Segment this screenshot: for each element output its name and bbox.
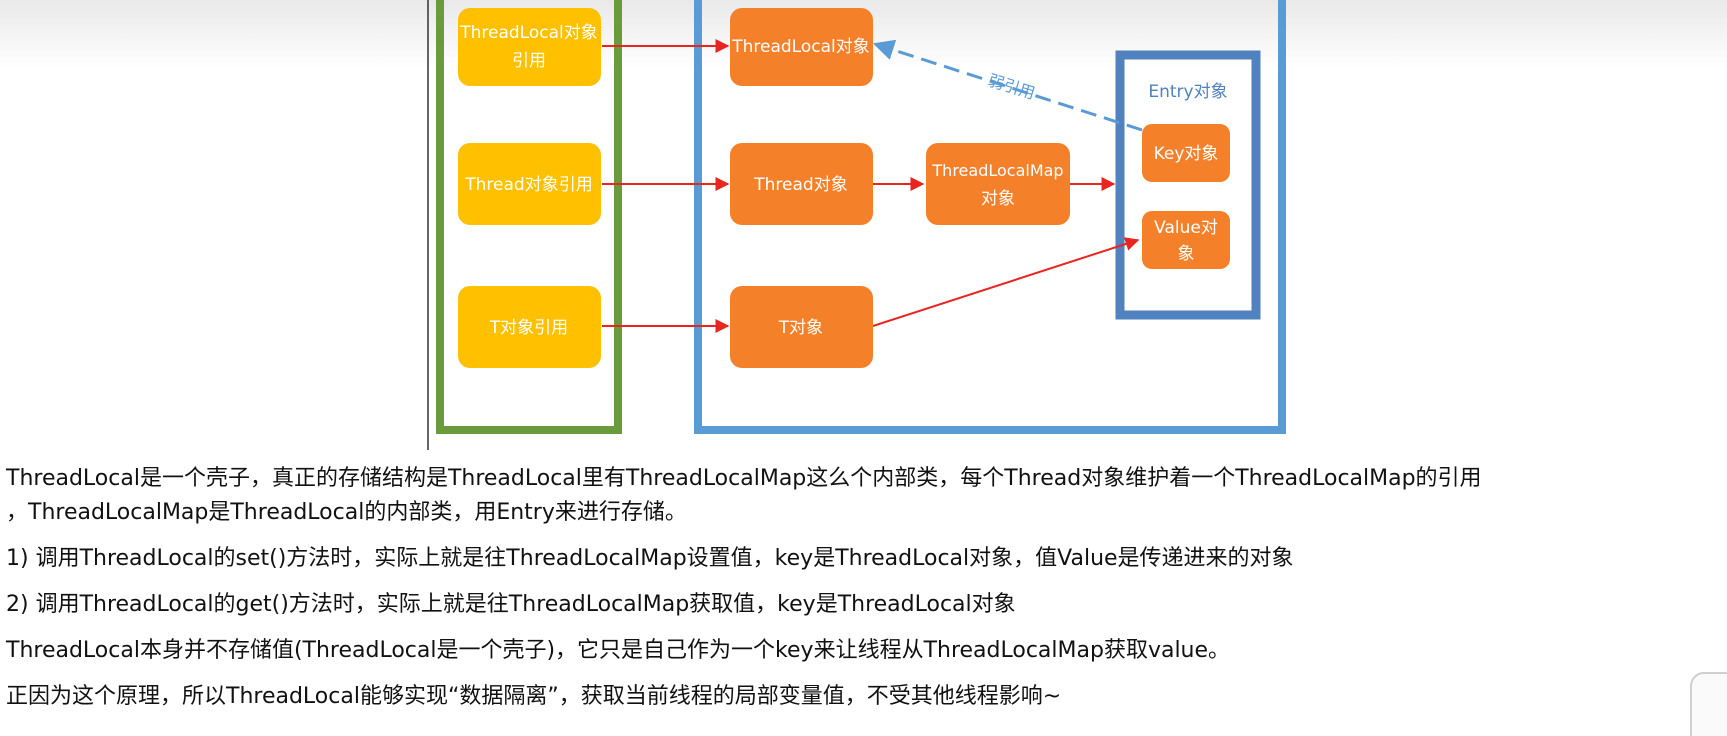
node-thread-ref: Thread对象引用 — [458, 143, 601, 225]
arrow-t-obj-to-value — [872, 237, 1140, 327]
node-t-obj: T对象 — [730, 286, 873, 368]
note-paragraph-1-line-2: ，ThreadLocalMap是ThreadLocal的内部类，用Entry来进… — [6, 500, 687, 525]
entry-container — [1115, 50, 1261, 320]
node-threadlocalmap-obj-line2: 对象 — [981, 189, 1015, 209]
node-t-obj-label: T对象 — [778, 318, 823, 338]
node-threadlocal-obj: ThreadLocal对象 — [730, 8, 873, 86]
heap-container — [694, 0, 1286, 434]
corner-widget[interactable] — [1690, 672, 1727, 736]
note-paragraph-5: 正因为这个原理，所以ThreadLocal能够实现“数据隔离”，获取当前线程的局… — [6, 684, 1062, 709]
node-threadlocal-ref-line1: ThreadLocal对象 — [459, 23, 598, 43]
explanation-notes: ThreadLocal是一个壳子，真正的存储结构是ThreadLocal里有Th… — [6, 462, 1718, 726]
stack-container — [436, 0, 622, 434]
node-key-obj: Key对象 — [1142, 124, 1230, 182]
node-key-obj-label: Key对象 — [1154, 144, 1219, 164]
note-paragraph-1-line-1: ThreadLocal是一个壳子，真正的存储结构是ThreadLocal里有Th… — [6, 466, 1482, 491]
note-paragraph-3: 2) 调用ThreadLocal的get()方法时，实际上就是往ThreadLo… — [6, 592, 1016, 617]
note-paragraph-1: ThreadLocal是一个壳子，真正的存储结构是ThreadLocal里有Th… — [6, 462, 1718, 530]
node-value-obj-line2: 象 — [1178, 244, 1195, 264]
node-threadlocal-ref-line2: 引用 — [512, 51, 546, 71]
threadlocal-diagram: Entry对象 弱引用 ThreadLocal对象 引用 Thread对象引用 … — [427, 0, 1286, 450]
node-threadlocal-obj-label: ThreadLocal对象 — [731, 37, 870, 57]
node-t-ref-label: T对象引用 — [489, 318, 568, 338]
note-paragraph-4: ThreadLocal本身并不存储值(ThreadLocal是一个壳子)，它只是… — [6, 638, 1231, 663]
node-t-ref: T对象引用 — [458, 286, 601, 368]
node-thread-ref-label: Thread对象引用 — [464, 175, 592, 195]
node-threadlocal-ref: ThreadLocal对象 引用 — [458, 8, 601, 86]
node-thread-obj: Thread对象 — [730, 143, 873, 225]
entry-title: Entry对象 — [1148, 82, 1227, 102]
node-value-obj-line1: Value对 — [1154, 218, 1218, 238]
node-threadlocalmap-obj-line1: ThreadLocalMap — [931, 161, 1063, 180]
node-value-obj: Value对 象 — [1142, 211, 1230, 269]
node-thread-obj-label: Thread对象 — [753, 175, 847, 195]
note-paragraph-2: 1) 调用ThreadLocal的set()方法时，实际上就是往ThreadLo… — [6, 546, 1294, 571]
node-threadlocalmap-obj: ThreadLocalMap 对象 — [926, 143, 1070, 225]
weak-ref-label: 弱引用 — [986, 71, 1037, 103]
